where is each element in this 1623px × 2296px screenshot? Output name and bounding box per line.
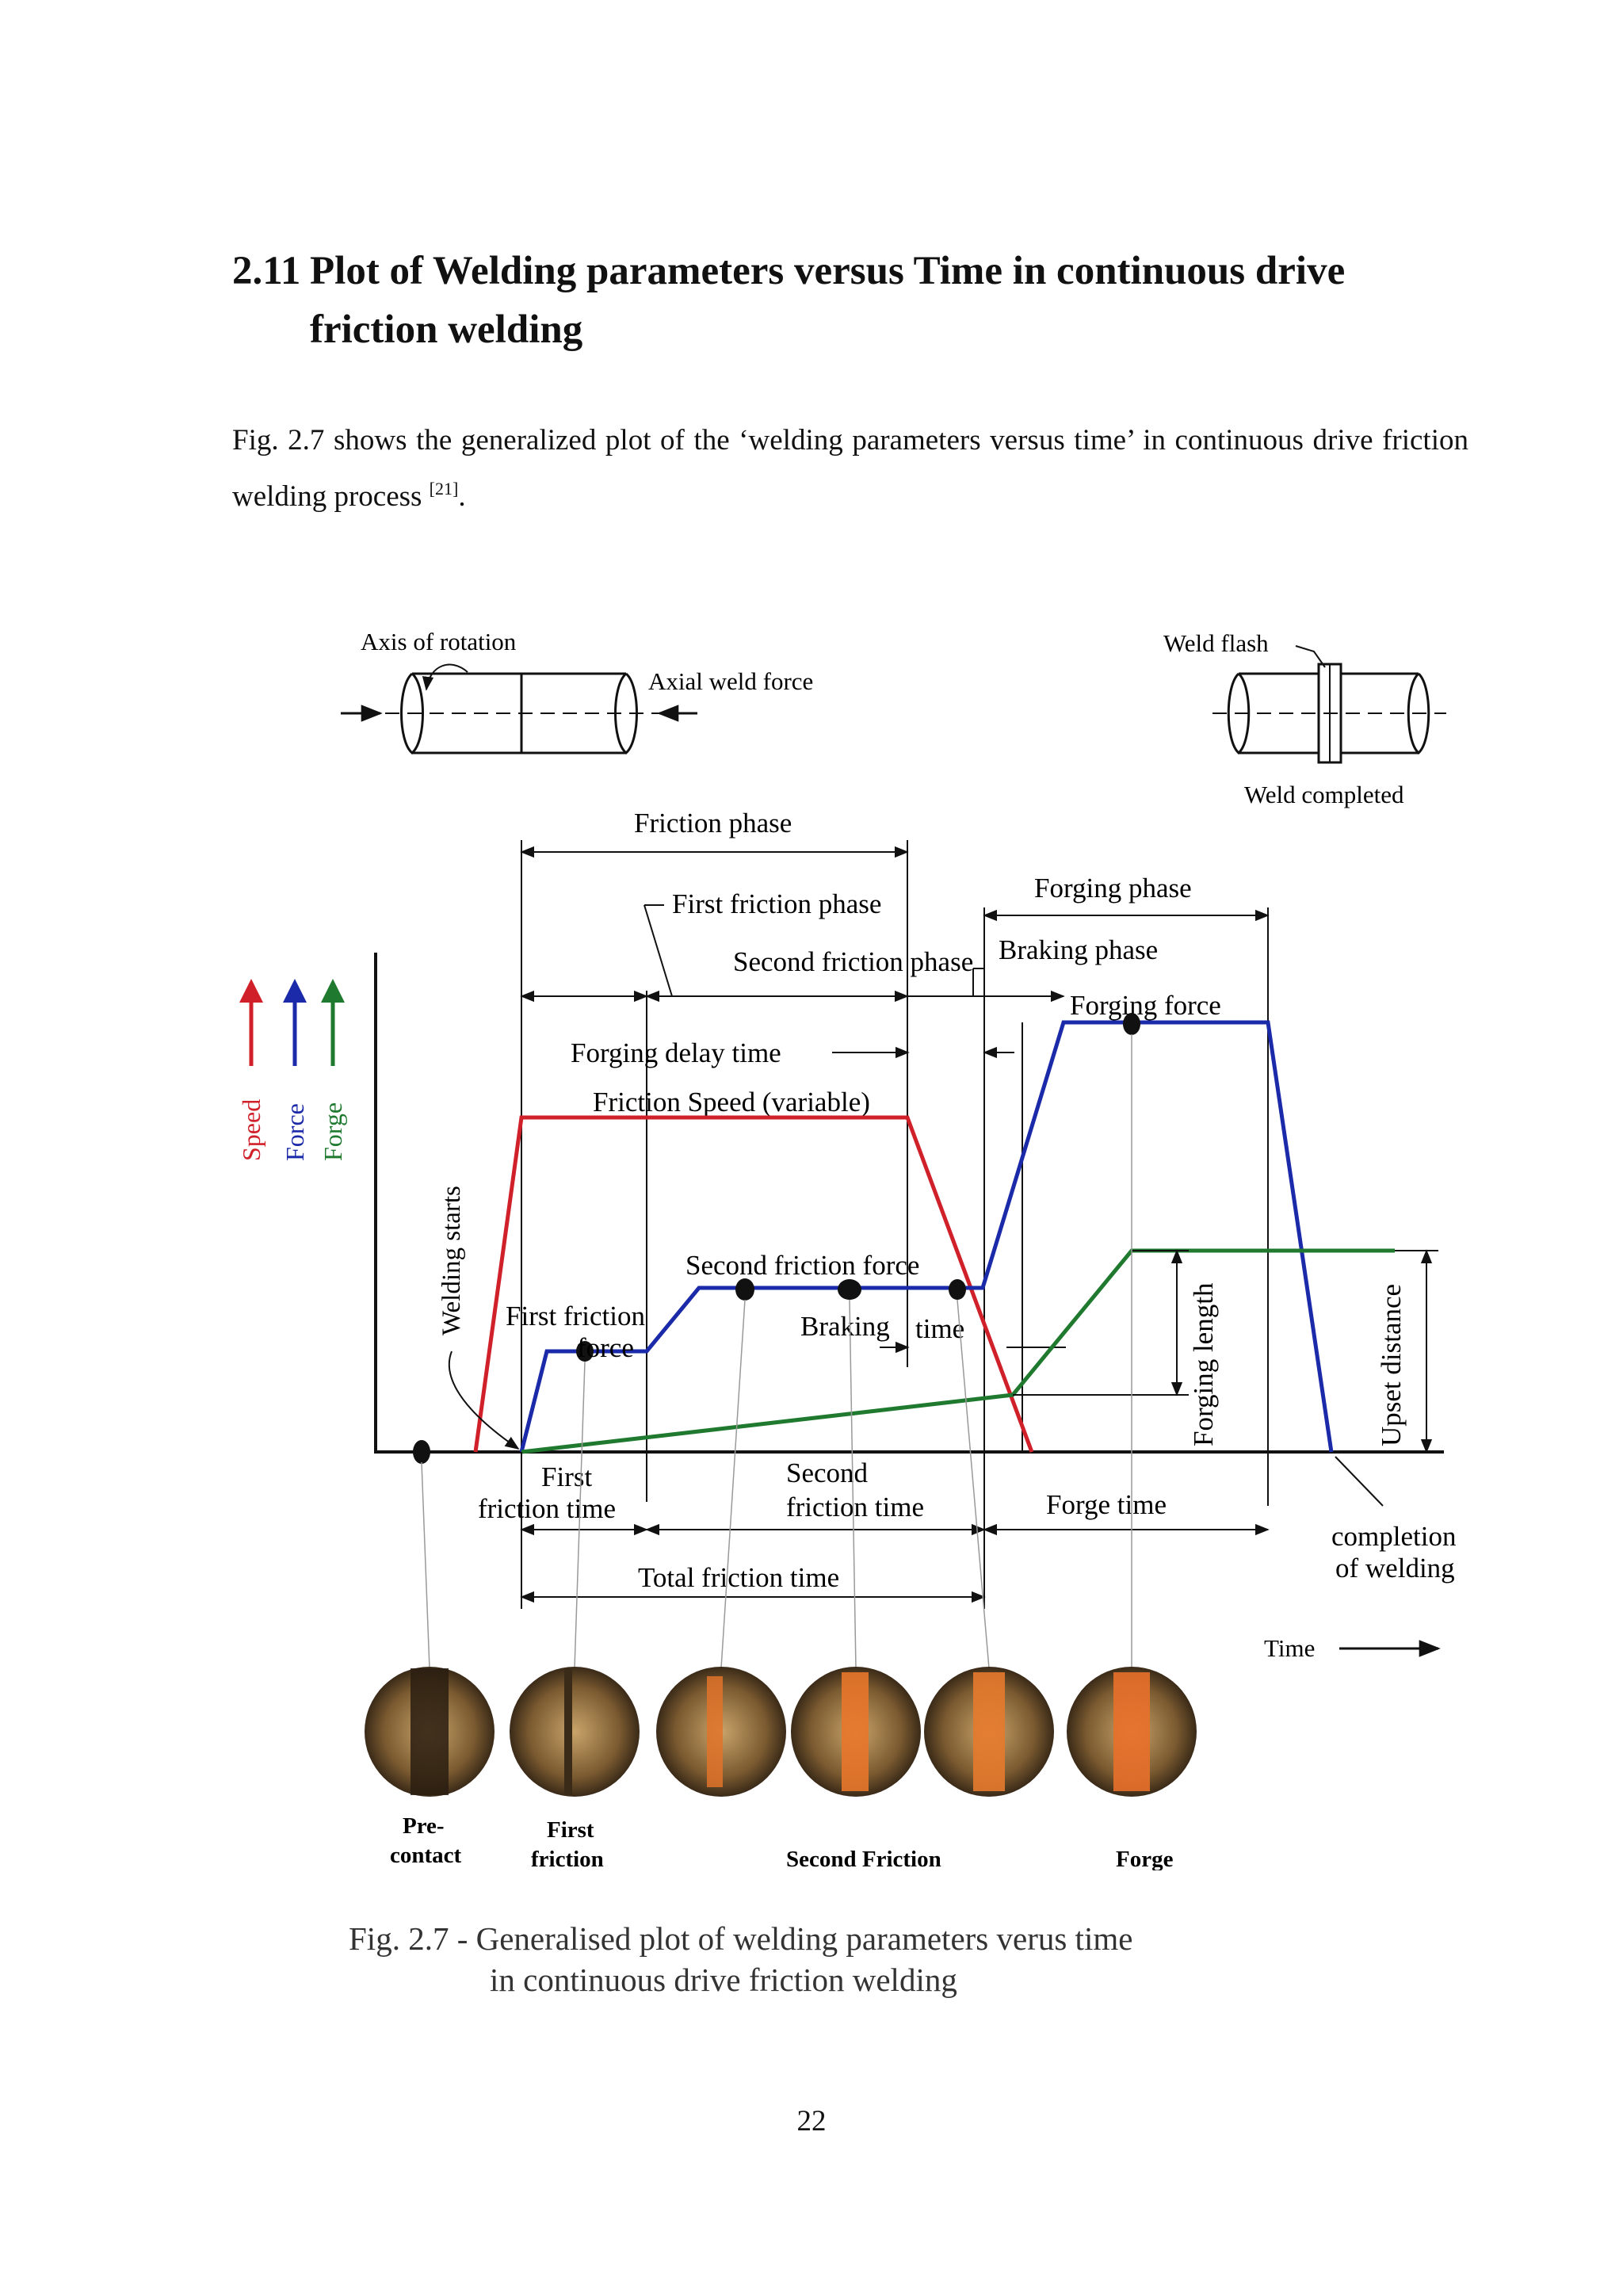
photo-label-first-1: First (547, 1817, 594, 1843)
photo-second-friction-2 (791, 1667, 921, 1797)
forge-curve (521, 1248, 1395, 1454)
figure-caption: Fig. 2.7 - Generalised plot of welding p… (349, 1918, 1379, 2000)
total-friction-time-label: Total friction time (638, 1562, 839, 1593)
legend-forge: Forge (319, 1102, 347, 1161)
photo-label-forge: Forge (1116, 1847, 1174, 1870)
first-friction-force-label-2: force (577, 1332, 634, 1363)
photo-first-friction (510, 1667, 640, 1797)
first-friction-force-label-1: First friction (506, 1301, 645, 1331)
second-friction-time-label-2: friction time (786, 1492, 924, 1522)
citation[interactable]: [21] (429, 479, 459, 499)
section-title-line1: Plot of Welding parameters versus Time i… (310, 249, 1346, 293)
body-paragraph: Fig. 2.7 shows the generalized plot of t… (232, 412, 1468, 525)
axial-weld-force-label: Axial weld force (648, 667, 813, 695)
photo-pre-contact (365, 1667, 495, 1797)
forging-force-label: Forging force (1070, 990, 1221, 1021)
photo-label-first-2: friction (531, 1847, 604, 1870)
photo-second-friction-1 (656, 1667, 786, 1797)
paragraph-end: . (458, 480, 466, 513)
completion-label-1: completion (1331, 1521, 1456, 1552)
completion-label-2: of welding (1335, 1553, 1455, 1584)
forging-delay-time-label: Forging delay time (571, 1037, 781, 1068)
forging-length-label: Forging length (1188, 1282, 1219, 1446)
section-number: 2.11 (232, 249, 301, 293)
page-number: 22 (796, 2105, 827, 2137)
section-title-line2: friction welding (310, 308, 583, 352)
shaft-after-weld (1212, 645, 1446, 764)
time-axis-label: Time (1264, 1634, 1315, 1662)
photo-second-friction-3 (924, 1667, 1054, 1797)
curve-markers (413, 1013, 1140, 1464)
paragraph-text: Fig. 2.7 shows the generalized plot of t… (232, 424, 1468, 513)
second-friction-phase-label: Second friction phase (733, 946, 973, 977)
caption-line2: in continuous drive friction welding (490, 1962, 957, 1998)
legend-speed: Speed (237, 1099, 265, 1161)
caption-line1: Fig. 2.7 - Generalised plot of welding p… (349, 1920, 1133, 1957)
legend: Speed Force Forge (237, 979, 347, 1161)
speed-curve (473, 1115, 1034, 1453)
time-dimensions (520, 1452, 1441, 1657)
second-friction-time-label-1: Second (786, 1457, 869, 1488)
braking-time-label-2: time (915, 1313, 964, 1344)
upset-distance-label: Upset distance (1376, 1284, 1407, 1446)
welding-starts-pointer (448, 1350, 520, 1450)
plot-axes (374, 953, 1444, 1454)
weld-completed-label: Weld completed (1244, 781, 1404, 808)
friction-phase-label: Friction phase (634, 808, 792, 839)
photo-leaders (421, 1034, 1132, 1669)
welding-parameters-diagram: Axis of rotation Axial weld force Weld f… (237, 628, 1456, 1870)
length-dimensions (1013, 1249, 1438, 1454)
braking-phase-label: Braking phase (999, 934, 1158, 965)
braking-time-label-1: Braking (800, 1311, 890, 1342)
weld-flash-label: Weld flash (1163, 629, 1269, 657)
photo-label-pre-1: Pre- (403, 1813, 445, 1839)
figure-2-7: Axis of rotation Axial weld force Weld f… (222, 610, 1474, 1870)
photo-label-pre-2: contact (390, 1843, 462, 1868)
friction-speed-label: Friction Speed (variable) (593, 1087, 870, 1117)
phase-dimensions (520, 840, 1270, 1506)
forging-phase-label: Forging phase (1034, 873, 1192, 904)
photo-forge (1067, 1667, 1197, 1797)
first-friction-phase-label: First friction phase (672, 888, 881, 919)
axis-of-rotation-label: Axis of rotation (361, 628, 517, 655)
first-friction-time-label-1: First (541, 1461, 592, 1492)
photo-label-second: Second Friction (786, 1847, 941, 1870)
forge-time-label: Forge time (1046, 1489, 1167, 1520)
second-friction-force-label: Second friction force (685, 1250, 919, 1281)
completion-pointer (1335, 1456, 1384, 1507)
first-friction-time-label-2: friction time (478, 1493, 616, 1524)
legend-force: Force (281, 1103, 309, 1161)
welding-starts-label: Welding starts (437, 1186, 466, 1335)
process-photos (365, 1667, 1197, 1797)
shaft-before-weld (341, 663, 697, 755)
